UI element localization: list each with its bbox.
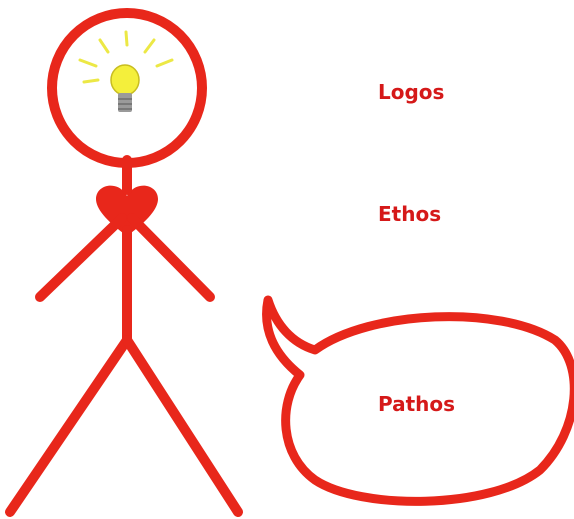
label-pathos: Pathos (378, 392, 455, 416)
label-ethos: Ethos (378, 202, 441, 226)
figure-right-leg (127, 340, 238, 512)
lightbulb-icon (80, 32, 172, 112)
figure-left-arm (40, 218, 122, 297)
figure-left-leg (10, 340, 127, 512)
figure-right-arm (132, 218, 210, 297)
label-logos: Logos (378, 80, 444, 104)
